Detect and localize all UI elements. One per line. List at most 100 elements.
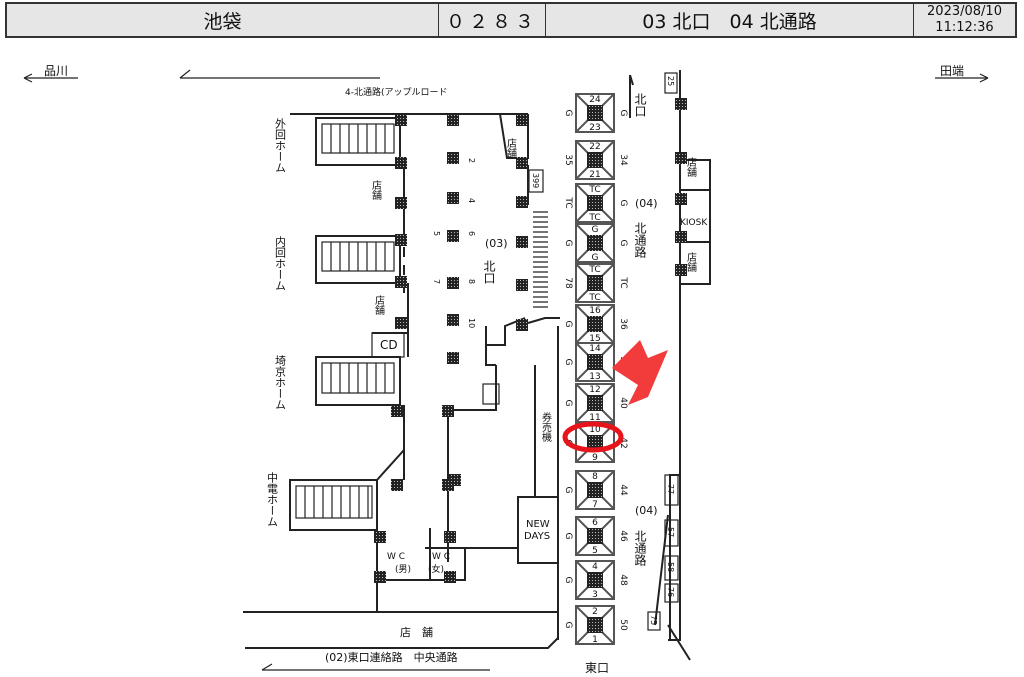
pillar <box>675 193 687 205</box>
pillar <box>395 157 407 169</box>
svg-text:57: 57 <box>666 527 675 537</box>
direction-right: 田端 <box>935 64 989 83</box>
platform-inner-label: 内回ホーム <box>274 235 287 291</box>
ticket-gate[interactable]: 2 1 G 50 <box>563 605 628 645</box>
gate-label-right: 50 <box>618 619 628 631</box>
gate-label-left: TC <box>563 196 573 208</box>
gate-number-top: 24 <box>589 95 601 105</box>
pillar <box>395 276 407 288</box>
svg-text:58: 58 <box>666 562 675 572</box>
pillar <box>516 114 528 126</box>
newdays-label: NEW <box>526 519 550 530</box>
svg-text:25: 25 <box>666 76 675 86</box>
timestamp: 2023/08/10 11:12:36 <box>914 4 1015 36</box>
direction-left: 品川 <box>23 64 78 83</box>
svg-text:76: 76 <box>666 587 675 597</box>
svg-text:4: 4 <box>467 198 476 203</box>
gate-number-top: 2 <box>592 607 598 617</box>
gate-number-top: TC <box>588 265 600 275</box>
gate-number-bottom: 3 <box>592 590 598 600</box>
pillar <box>447 152 459 164</box>
gate-label-right: 44 <box>618 484 628 496</box>
stairs-outline <box>289 117 401 531</box>
north-passage-label: 北通路 <box>633 222 647 259</box>
gate-number-bottom: 23 <box>589 123 600 133</box>
station-name: 池袋 <box>7 4 439 36</box>
gate-number-bottom: 1 <box>592 635 598 645</box>
gate-label-right: 36 <box>618 318 628 330</box>
pillar <box>516 236 528 248</box>
wc-women-label: W C <box>432 552 450 562</box>
pillar <box>395 234 407 246</box>
gate-label-left: G <box>563 321 573 328</box>
pillar <box>516 157 528 169</box>
gate-label-left: G <box>563 487 573 494</box>
pillar <box>516 279 528 291</box>
gate-label-right: G <box>618 110 628 117</box>
platform-labels: 外回ホーム 内回ホーム 埼京ホーム 中電ホーム <box>266 118 287 527</box>
north-exit-label: 北口 <box>633 93 647 117</box>
east-link-label: (02)東口連絡路 中央通路 <box>325 650 458 664</box>
north-passage-label: 北通路 <box>633 530 647 567</box>
pillar <box>391 479 403 491</box>
pillar <box>675 264 687 276</box>
pillar <box>447 352 459 364</box>
station-code: ０２８３ <box>439 4 546 36</box>
gate-number-bottom: 21 <box>589 170 600 180</box>
shop-bottom-label: 店 舗 <box>400 625 433 639</box>
pillar <box>447 314 459 326</box>
platform-saikyo-label: 埼京ホーム <box>274 354 287 410</box>
gate-label-right: 40 <box>618 397 628 409</box>
gate-number-top: 8 <box>592 472 598 482</box>
gate-number-top: 14 <box>589 344 601 354</box>
pillar <box>442 405 454 417</box>
cd-label: CD <box>380 338 398 352</box>
pillar <box>444 571 456 583</box>
gate-number-top: G <box>592 225 599 235</box>
pillar-numbers: 2 4 5 6 7 8 10 <box>432 158 476 328</box>
svg-text:7: 7 <box>432 279 441 284</box>
svg-text:6: 6 <box>467 231 476 236</box>
gate-label-right: 34 <box>618 154 628 166</box>
pillar <box>675 98 687 110</box>
svg-text:77: 77 <box>666 484 675 494</box>
gate-number-top: 4 <box>592 562 598 572</box>
pillar <box>516 319 528 331</box>
gate-label-right: TC <box>618 276 628 288</box>
gate-number-bottom: 9 <box>592 453 598 463</box>
pillar <box>447 192 459 204</box>
pillar <box>374 571 386 583</box>
shop-label: 店舗 <box>685 251 697 273</box>
north-exit-label: 北口 <box>482 260 496 284</box>
gate-number-top: 12 <box>589 385 600 395</box>
newdays-label: DAYS <box>524 531 550 542</box>
gate-label-left: G <box>563 577 573 584</box>
time: 11:12:36 <box>935 20 994 35</box>
gate-number-bottom: 13 <box>589 372 600 382</box>
escalator-small <box>482 383 500 405</box>
gate-label-left: G <box>563 622 573 629</box>
svg-text:(男): (男) <box>395 564 411 575</box>
gate-number-bottom: G <box>592 253 599 263</box>
shop-label: 店舗 <box>505 137 517 159</box>
svg-text:399: 399 <box>531 173 540 188</box>
platform-outer-label: 外回ホーム <box>274 118 287 173</box>
gate-label-left: G <box>563 533 573 540</box>
svg-text:(女): (女) <box>428 563 444 575</box>
ticket-gate[interactable]: 1413G38 <box>563 342 628 382</box>
stairs <box>295 123 395 519</box>
svg-text:2: 2 <box>467 158 476 163</box>
gate-label-left: 78 <box>563 277 573 289</box>
